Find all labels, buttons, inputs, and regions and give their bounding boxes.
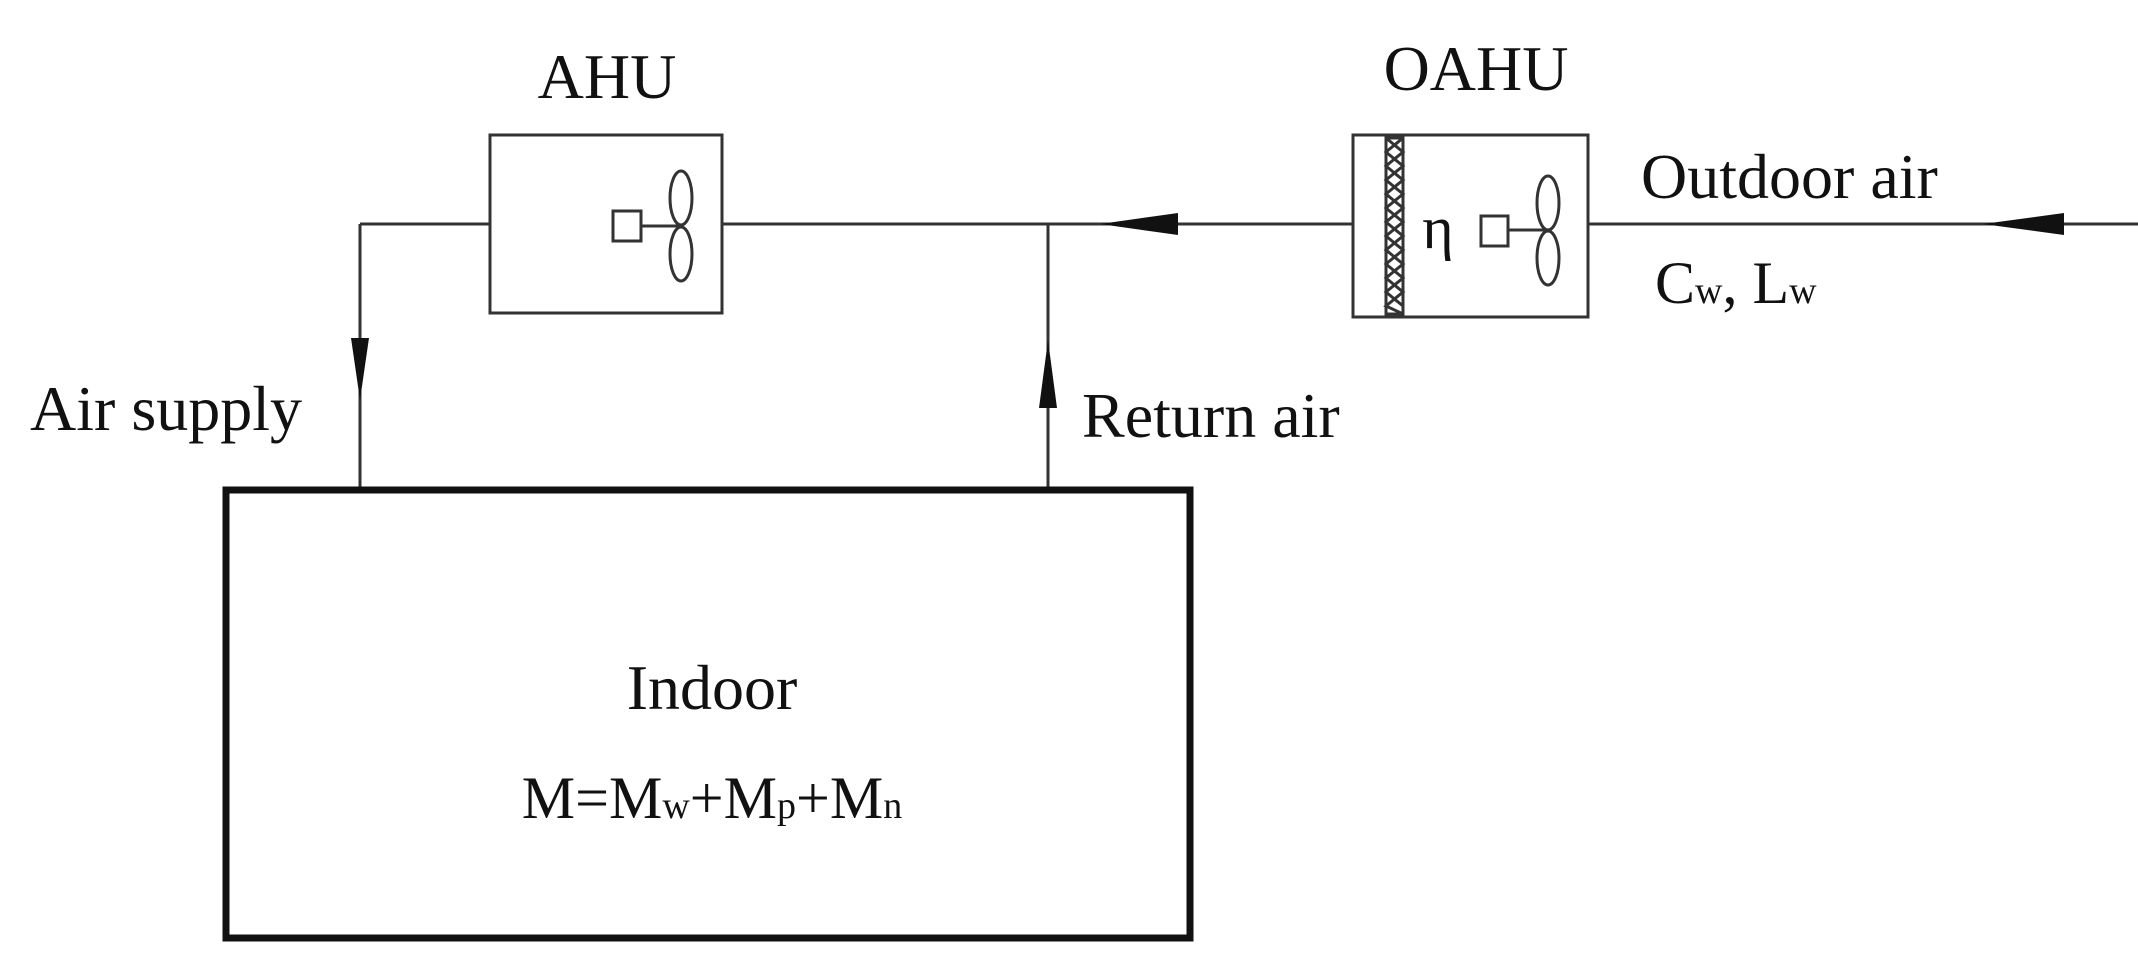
indoor-room bbox=[222, 486, 1194, 942]
indoor-label: Indoor bbox=[627, 652, 798, 723]
outdoor-air-params: Cw, Lw bbox=[1655, 250, 1817, 316]
oahu-filter-icon bbox=[1383, 136, 1406, 316]
return-air-label: Return air bbox=[1082, 380, 1340, 451]
outdoor-air-label: Outdoor air bbox=[1641, 141, 1938, 212]
air-supply-label: Air supply bbox=[30, 373, 302, 444]
indoor-mass-equation: M=Mw+Mp+Mn bbox=[522, 765, 902, 831]
ahu-label: AHU bbox=[538, 41, 677, 112]
ahu-fan-icon bbox=[611, 169, 694, 283]
oahu-fan-icon bbox=[1479, 174, 1561, 287]
oahu-label: OAHU bbox=[1384, 33, 1569, 104]
mixed-air-arrow bbox=[1100, 213, 1178, 235]
ahu-unit bbox=[488, 133, 724, 315]
outdoor-air-arrow bbox=[1983, 213, 2064, 235]
oahu-efficiency-symbol: η bbox=[1422, 195, 1453, 261]
air-supply-arrow bbox=[351, 338, 369, 400]
ahu-box bbox=[488, 133, 724, 315]
return-air-arrow bbox=[1039, 340, 1057, 408]
oahu-unit bbox=[1351, 133, 1590, 319]
